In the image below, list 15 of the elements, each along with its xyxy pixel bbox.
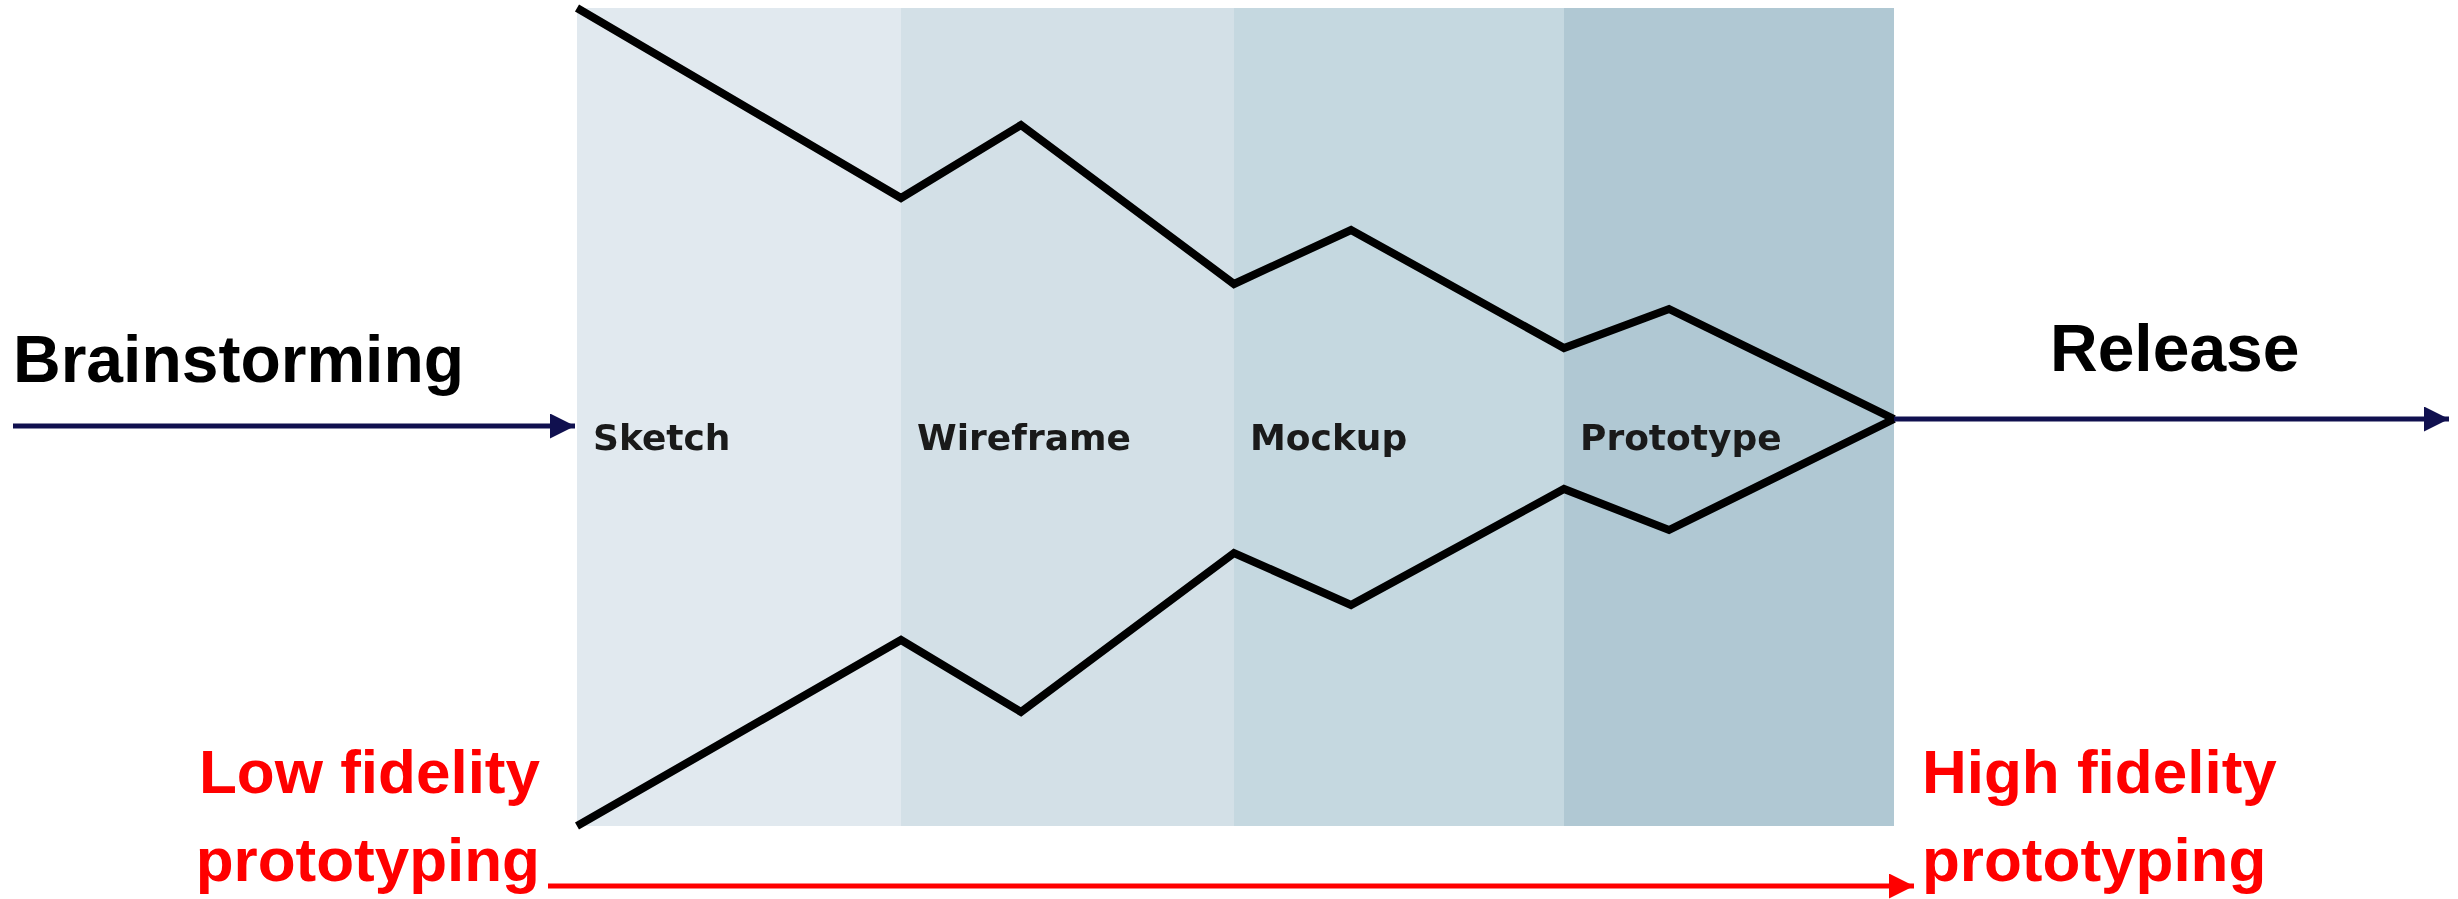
arrow [13,413,575,439]
edge-label: Release [2050,310,2300,386]
edge-label: Brainstorming [13,321,465,397]
fidelity-label: Low fidelity prototyping [60,728,540,899]
stage-band [1234,8,1564,826]
arrow [548,873,1914,899]
stage-label: Prototype [1580,417,1782,458]
stage-band [577,8,901,826]
stage-label: Sketch [593,417,731,458]
arrow [1894,406,2449,432]
fidelity-label: High fidelity prototyping [1922,728,2402,899]
stage-band [901,8,1234,826]
stage-band [1564,8,1894,826]
stage-label: Mockup [1250,417,1408,458]
stage-label: Wireframe [917,417,1131,458]
